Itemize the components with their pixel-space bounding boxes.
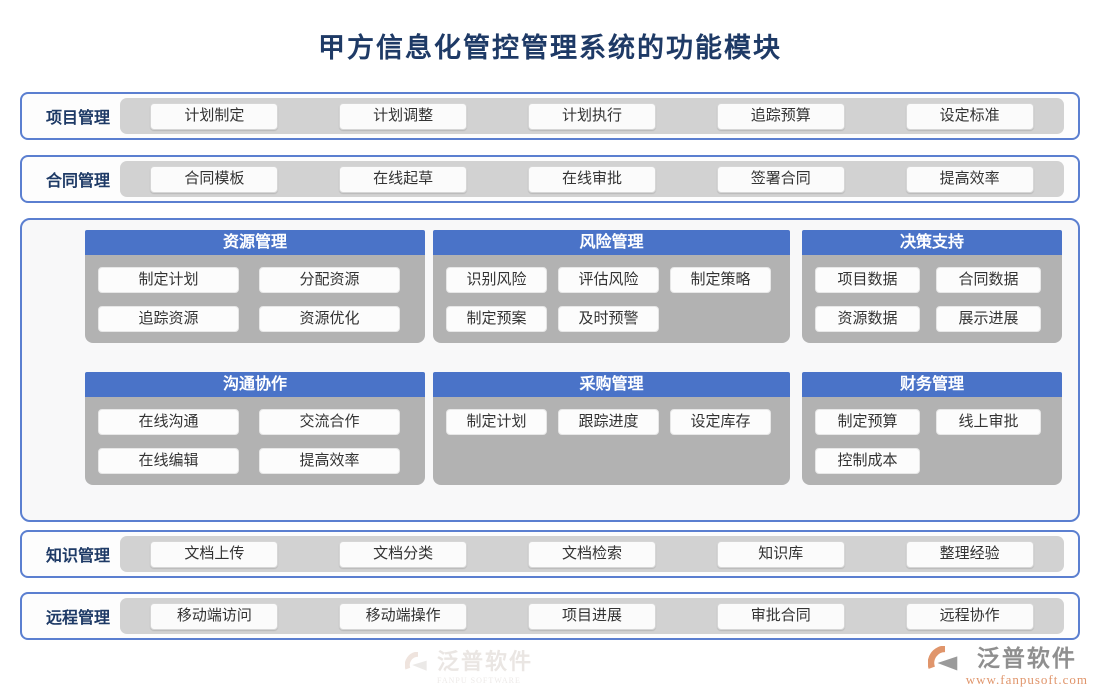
panel-title-communication: 沟通协作 bbox=[85, 372, 425, 397]
panel-title-procurement: 采购管理 bbox=[433, 372, 790, 397]
decision-btn-contract-data[interactable]: 合同数据 bbox=[936, 267, 1041, 293]
page-title: 甲方信息化管控管理系统的功能模块 bbox=[318, 33, 782, 63]
resource-btn-allocate[interactable]: 分配资源 bbox=[259, 267, 400, 293]
watermark-name: 泛普软件 bbox=[437, 649, 534, 674]
remote-button-band: 移动端访问 移动端操作 项目进展 审批合同 远程协作 bbox=[120, 598, 1064, 634]
knowledge-btn-organize-experience[interactable]: 整理经验 bbox=[905, 540, 1034, 568]
remote-btn-remote-collab[interactable]: 远程协作 bbox=[905, 602, 1034, 630]
logo-url: www.fanpusoft.com bbox=[965, 672, 1088, 687]
knowledge-btn-knowledge-base[interactable]: 知识库 bbox=[716, 540, 845, 568]
procurement-btn-track-progress[interactable]: 跟踪进度 bbox=[558, 409, 659, 435]
panel-body-procurement: 制定计划 跟踪进度 设定库存 bbox=[433, 397, 790, 485]
resource-btn-optimize[interactable]: 资源优化 bbox=[259, 306, 400, 332]
comm-btn-efficiency[interactable]: 提高效率 bbox=[259, 448, 400, 474]
section-contract-management: 合同管理 合同模板 在线起草 在线审批 签署合同 提高效率 bbox=[20, 155, 1080, 203]
procurement-btn-set-stock[interactable]: 设定库存 bbox=[670, 409, 771, 435]
risk-btn-strategy[interactable]: 制定策略 bbox=[670, 267, 771, 293]
finance-btn-cost-control[interactable]: 控制成本 bbox=[815, 448, 920, 474]
logo-company-name: 泛普软件 bbox=[976, 646, 1077, 671]
panel-body-risk: 识别风险 评估风险 制定策略 制定预案 及时预警 bbox=[433, 255, 790, 343]
knowledge-btn-doc-upload[interactable]: 文档上传 bbox=[150, 540, 279, 568]
contract-btn-approve-online[interactable]: 在线审批 bbox=[527, 165, 656, 193]
fanpu-logo: 泛普软件 www.fanpusoft.com bbox=[927, 646, 1088, 688]
risk-btn-early-warning[interactable]: 及时预警 bbox=[558, 306, 659, 332]
project-button-band: 计划制定 计划调整 计划执行 追踪预算 设定标准 bbox=[120, 98, 1064, 134]
section-project-management: 项目管理 计划制定 计划调整 计划执行 追踪预算 设定标准 bbox=[20, 92, 1080, 140]
panel-finance-management: 财务管理 制定预算 线上审批 控制成本 bbox=[802, 372, 1062, 485]
panel-title-decision: 决策支持 bbox=[802, 230, 1062, 255]
section-remote-management: 远程管理 移动端访问 移动端操作 项目进展 审批合同 远程协作 bbox=[20, 592, 1080, 640]
panel-communication-collaboration: 沟通协作 在线沟通 交流合作 在线编辑 提高效率 bbox=[85, 372, 425, 485]
contract-btn-draft-online[interactable]: 在线起草 bbox=[339, 165, 468, 193]
section-label-knowledge: 知识管理 bbox=[45, 548, 110, 565]
fanpu-watermark-icon bbox=[405, 651, 427, 671]
finance-btn-budget[interactable]: 制定预算 bbox=[815, 409, 920, 435]
knowledge-button-band: 文档上传 文档分类 文档检索 知识库 整理经验 bbox=[120, 536, 1064, 572]
project-btn-plan-making[interactable]: 计划制定 bbox=[150, 102, 279, 130]
panel-decision-support: 决策支持 项目数据 合同数据 资源数据 展示进展 bbox=[802, 230, 1062, 343]
panel-title-finance: 财务管理 bbox=[802, 372, 1062, 397]
section-label-project: 项目管理 bbox=[45, 110, 110, 127]
remote-btn-approve-contract[interactable]: 审批合同 bbox=[716, 602, 845, 630]
section-label-contract: 合同管理 bbox=[45, 173, 110, 190]
project-btn-budget-track[interactable]: 追踪预算 bbox=[716, 102, 845, 130]
project-btn-plan-adjust[interactable]: 计划调整 bbox=[339, 102, 468, 130]
panel-procurement-management: 采购管理 制定计划 跟踪进度 设定库存 bbox=[433, 372, 790, 485]
panel-body-communication: 在线沟通 交流合作 在线编辑 提高效率 bbox=[85, 397, 425, 485]
knowledge-btn-doc-search[interactable]: 文档检索 bbox=[527, 540, 656, 568]
comm-btn-online-edit[interactable]: 在线编辑 bbox=[98, 448, 239, 474]
core-modules-container: 资源管理 制定计划 分配资源 追踪资源 资源优化 风险管理 识别风险 评估风险 … bbox=[20, 218, 1080, 685]
remote-btn-project-progress[interactable]: 项目进展 bbox=[527, 602, 656, 630]
panel-resource-management: 资源管理 制定计划 分配资源 追踪资源 资源优化 bbox=[85, 230, 425, 343]
contract-btn-sign[interactable]: 签署合同 bbox=[716, 165, 845, 193]
project-btn-plan-execute[interactable]: 计划执行 bbox=[527, 102, 656, 130]
watermark-subname: FANPU SOFTWARE bbox=[437, 676, 521, 685]
panel-body-finance: 制定预算 线上审批 控制成本 bbox=[802, 397, 1062, 485]
panel-title-risk: 风险管理 bbox=[433, 230, 790, 255]
fanpu-logo-icon bbox=[927, 646, 957, 671]
panel-title-resource: 资源管理 bbox=[85, 230, 425, 255]
procurement-btn-make-plan[interactable]: 制定计划 bbox=[446, 409, 547, 435]
panel-body-decision: 项目数据 合同数据 资源数据 展示进展 bbox=[802, 255, 1062, 343]
remote-btn-mobile-operate[interactable]: 移动端操作 bbox=[339, 602, 468, 630]
project-btn-set-standard[interactable]: 设定标准 bbox=[905, 102, 1034, 130]
panel-body-resource: 制定计划 分配资源 追踪资源 资源优化 bbox=[85, 255, 425, 343]
remote-btn-mobile-access[interactable]: 移动端访问 bbox=[150, 602, 279, 630]
fanpu-watermark: 泛普软件 FANPU SOFTWARE bbox=[405, 644, 533, 685]
comm-btn-exchange[interactable]: 交流合作 bbox=[259, 409, 400, 435]
risk-btn-identify[interactable]: 识别风险 bbox=[446, 267, 547, 293]
knowledge-btn-doc-classify[interactable]: 文档分类 bbox=[339, 540, 468, 568]
contract-btn-efficiency[interactable]: 提高效率 bbox=[905, 165, 1034, 193]
decision-btn-resource-data[interactable]: 资源数据 bbox=[815, 306, 920, 332]
contract-btn-template[interactable]: 合同模板 bbox=[150, 165, 279, 193]
contract-button-band: 合同模板 在线起草 在线审批 签署合同 提高效率 bbox=[120, 161, 1064, 197]
comm-btn-online-chat[interactable]: 在线沟通 bbox=[98, 409, 239, 435]
decision-btn-show-progress[interactable]: 展示进展 bbox=[936, 306, 1041, 332]
panel-risk-management: 风险管理 识别风险 评估风险 制定策略 制定预案 及时预警 bbox=[433, 230, 790, 343]
section-label-remote: 远程管理 bbox=[45, 610, 110, 627]
risk-btn-assess[interactable]: 评估风险 bbox=[558, 267, 659, 293]
decision-btn-project-data[interactable]: 项目数据 bbox=[815, 267, 920, 293]
resource-btn-make-plan[interactable]: 制定计划 bbox=[98, 267, 239, 293]
risk-btn-contingency[interactable]: 制定预案 bbox=[446, 306, 547, 332]
finance-btn-online-approve[interactable]: 线上审批 bbox=[936, 409, 1041, 435]
section-knowledge-management: 知识管理 文档上传 文档分类 文档检索 知识库 整理经验 bbox=[20, 530, 1080, 578]
resource-btn-track[interactable]: 追踪资源 bbox=[98, 306, 239, 332]
